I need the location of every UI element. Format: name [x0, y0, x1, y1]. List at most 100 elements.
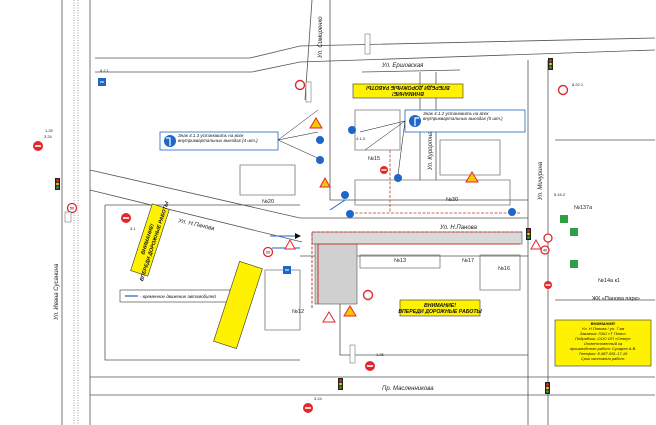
direction-sign-icon: [394, 174, 402, 182]
warning-board-middle: ВНИМАНИЕ! ВПЕРЕДИ ДОРОЖНЫЕ РАБОТЫ: [398, 299, 482, 317]
buildings: [239, 109, 521, 331]
speed-limit-40: 40: [543, 249, 547, 253]
traffic-light-icon: [545, 382, 550, 394]
sign-label: 5.15.2: [554, 192, 566, 197]
speed-limit-sign-icon: 40: [540, 245, 550, 255]
info-board: ВНИМАНИЕ!Ул. Н.Панова / ул. 7 кмЗаказчик…: [554, 319, 652, 367]
building-20: [239, 164, 296, 196]
no-vehicles-sign-icon: [362, 289, 374, 301]
warning-board-diag: ВНИМАНИЕ! ВПЕРЕДИ ДОРОЖНЫЕ РАБОТЫ: [130, 200, 171, 282]
street-simirenko: Ул. Симиренко: [318, 16, 324, 59]
no-vehicles-sign-icon: [543, 233, 553, 243]
label-b13: №13: [394, 258, 406, 264]
no-entry-sign-icon: [544, 281, 552, 289]
sign-label: 3.24: [44, 134, 53, 139]
callout-temp-traffic: - временное движение автомобилей: [119, 289, 231, 303]
street-michurina: Ул. Мичурина: [538, 161, 544, 201]
callout-413-text: Знак 4.1.3 установить на всех внутриквар…: [178, 133, 258, 144]
road-works-sign-icon: [343, 305, 357, 317]
no-entry-sign-icon: [380, 166, 388, 174]
work-zone: [311, 150, 523, 308]
building-16: [479, 254, 521, 291]
lane-sign-icon: [570, 260, 578, 268]
info-board-line: Заказчик: ПАО «Т Плюс»: [579, 331, 627, 336]
direction-sign-icon: [98, 78, 106, 86]
street-kurortnaya: Ул. Курортная: [428, 128, 434, 171]
info-board-line: производство работ: Сухарев А.В.: [569, 346, 637, 351]
sign-label: 8.22.1: [572, 82, 584, 87]
sign-stack-icon: [64, 211, 72, 223]
label-b20: №20: [262, 199, 274, 205]
warning-board-top: ВНИМАНИЕ! ВПЕРЕДИ ДОРОЖНЫЕ РАБОТЫ: [352, 83, 464, 99]
speed-limit-sign-icon: 50: [66, 202, 78, 214]
street-panova-diag: Ул. Н.Панова: [177, 218, 216, 233]
street-maslennikova: Пр. Масленникова: [382, 386, 434, 392]
label-b30: №30: [446, 197, 458, 203]
warning-mid-line-1: ВНИМАНИЕ!: [424, 303, 456, 309]
street-ershovskaya: Ул. Ершовская: [381, 63, 424, 69]
road-works-sign-icon: [530, 238, 542, 250]
callout-413: Знак 4.1.3 установить на всех внутриквар…: [159, 109, 323, 161]
direction-sign-icon: [348, 126, 356, 134]
warning-board-left-diag: [213, 260, 263, 350]
warning-top-line-1: ВНИМАНИЕ!: [392, 90, 424, 96]
sign-number-labels: 1.25 3.24 8.2.1 3.1 4.1.3 8.22.1 1.25 3.…: [44, 68, 584, 401]
sign-label: 1.25: [376, 352, 385, 357]
road-works-sign-icon: [309, 117, 323, 129]
sign-stack-icon: [364, 33, 371, 55]
speed-limit-sign-icon: 20: [262, 246, 274, 258]
building-12: [264, 269, 301, 331]
direction-sign-icon: [341, 191, 349, 199]
no-entry-sign-icon: [33, 141, 43, 151]
road-signs: 50 20 40: [33, 33, 578, 413]
label-b16: №16: [498, 266, 510, 272]
building-30: [354, 179, 511, 206]
info-board-line: Ул. Н.Панова / ул. 7 км: [581, 326, 625, 331]
sign-stack-icon: [349, 344, 356, 364]
info-board-line: Подрядчик: ООО ОП «Север»: [575, 336, 631, 341]
label-b12: №12: [292, 309, 304, 315]
sign-label: 1.25: [45, 128, 54, 133]
label-b15: №15: [368, 156, 380, 162]
traffic-light-icon: [526, 228, 531, 240]
street-ivan-susanin: Ул. Ивана Сусанина: [54, 263, 60, 321]
warning-top-line-2: ВПЕРЕДИ ДОРОЖНЫЕ РАБОТЫ: [366, 84, 450, 90]
lane-sign-icon: [570, 228, 578, 236]
street-panova-top: Ул. Н.Панова: [439, 225, 478, 231]
label-zhk: ЖК «Панова парк»: [592, 296, 640, 302]
label-b137a: №137а: [574, 205, 593, 211]
info-board-line: ВНИМАНИЕ!: [590, 321, 616, 326]
direction-sign-icon: [346, 210, 354, 218]
road-works-sign-icon: [465, 171, 479, 183]
road-works-sign-icon: [322, 311, 336, 323]
info-board-line: Срок окончания работ:: [580, 356, 626, 361]
road-network: [61, 0, 656, 425]
info-board-line: Телефон: 8-987-951-17-16: [578, 351, 628, 356]
road-works-sign-icon: [319, 176, 331, 188]
sign-label: 3.1: [130, 226, 136, 231]
info-board-line: Ответственный за: [583, 341, 623, 346]
direction-sign-icon: [283, 266, 291, 274]
building-upper: [354, 109, 401, 151]
direction-sign-icon: [316, 156, 324, 164]
lane-sign-icon: [560, 215, 568, 223]
traffic-lights: [55, 58, 553, 394]
label-b17: №17: [462, 258, 474, 264]
label-b14a: №14а к1: [598, 278, 620, 284]
no-entry-sign-icon: [303, 403, 313, 413]
temp-traffic-text: - временное движение автомобилей: [140, 294, 216, 299]
no-vehicles-sign-icon: [294, 79, 306, 91]
no-entry-sign-icon: [121, 213, 131, 223]
direction-sign-icon: [508, 208, 516, 216]
no-entry-sign-icon: [365, 361, 375, 371]
traffic-light-icon: [338, 378, 343, 390]
speed-limit-20: 20: [266, 250, 271, 255]
callout-412-text: Знак 4.1.2 установить на всех внутриквар…: [423, 111, 503, 122]
sign-stack-icon: [305, 81, 312, 103]
traffic-light-icon: [548, 58, 553, 70]
speed-limit-50: 50: [70, 206, 75, 211]
sign-label: 8.2.1: [100, 68, 110, 73]
